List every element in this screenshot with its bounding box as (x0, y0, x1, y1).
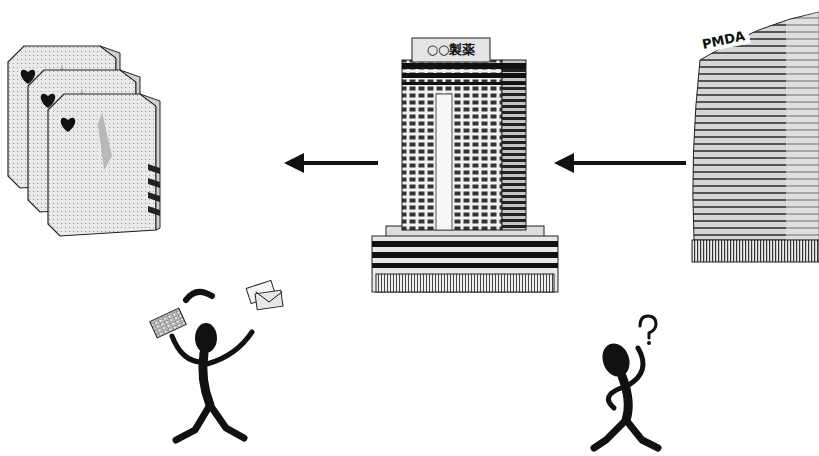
company-building: ○○製薬 (372, 36, 558, 292)
document-stack (8, 46, 160, 236)
person-leg (594, 420, 626, 448)
agency-building: PMDA (688, 12, 819, 262)
busy-person (150, 280, 283, 440)
base-stripe (372, 252, 558, 258)
tower-front (402, 60, 502, 230)
base-stripe (372, 241, 558, 247)
person-arm (608, 388, 621, 408)
company-building (372, 36, 558, 292)
tower-band (402, 82, 526, 85)
person-head (195, 323, 217, 353)
person-leg (626, 420, 658, 448)
keyboard-icon (150, 308, 187, 338)
person-arm (207, 332, 252, 364)
sign-board (412, 38, 490, 62)
tower-band (402, 63, 526, 69)
person-head (598, 340, 634, 381)
building-base (692, 240, 819, 262)
building-label: ○○製薬 (412, 38, 490, 62)
arrow-shaft (302, 161, 378, 165)
tower-band (402, 73, 526, 78)
document-page (48, 94, 160, 236)
envelope-flap (256, 292, 282, 302)
person-arm (627, 348, 643, 386)
question-mark (640, 316, 656, 338)
envelope-icon (255, 290, 283, 309)
building-facade (693, 12, 819, 240)
person-arm (172, 336, 202, 362)
person-leg (210, 405, 244, 438)
puzzled-person (594, 316, 658, 448)
base-stripe (372, 263, 558, 268)
tower-column (436, 94, 452, 230)
person-leg (176, 405, 210, 440)
question-dot (647, 341, 651, 345)
document-arrow (284, 153, 378, 173)
person-body (622, 376, 628, 420)
tower-side (502, 60, 526, 230)
building-side (786, 12, 819, 240)
phone-handset (186, 292, 212, 300)
arrow-head (284, 153, 304, 173)
base-fence (376, 274, 554, 292)
building-base (372, 236, 558, 292)
flow-arrow (558, 161, 686, 165)
